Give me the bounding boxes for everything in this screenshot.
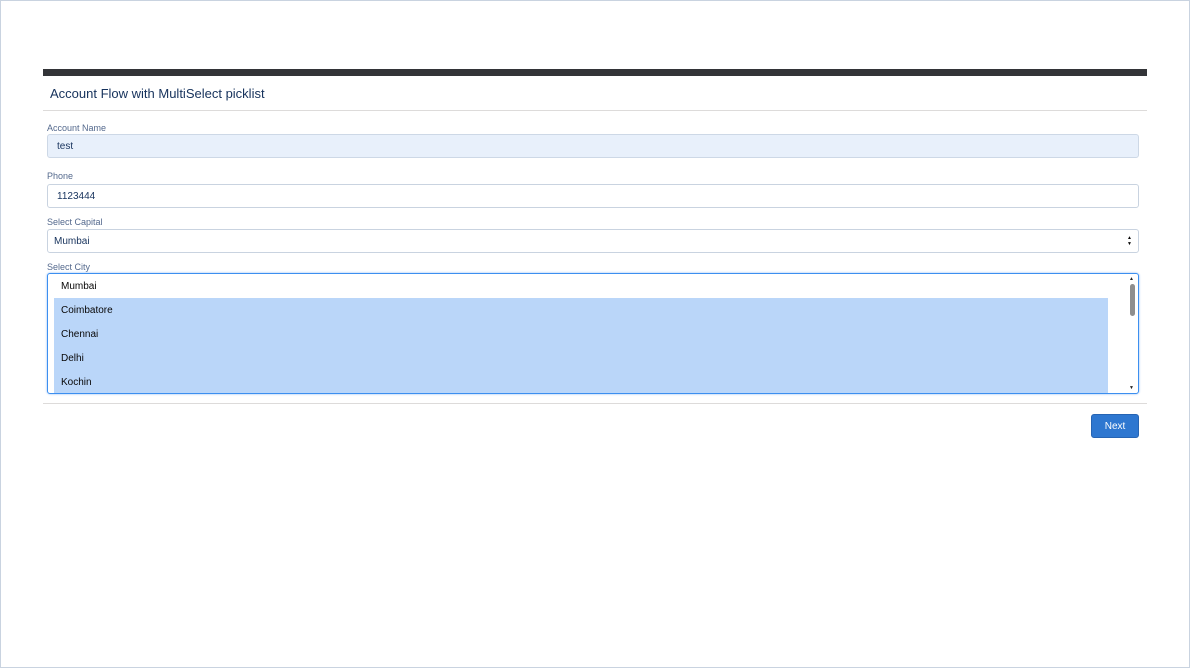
account-name-value: test: [57, 140, 74, 152]
phone-value: 1123444: [57, 190, 96, 202]
next-button[interactable]: Next: [1091, 414, 1139, 438]
select-city-listbox[interactable]: Mumbai Coimbatore Chennai Delhi Kochin ▲…: [47, 273, 1139, 394]
city-option-delhi[interactable]: Delhi: [54, 346, 1108, 370]
scrollbar-thumb[interactable]: [1130, 284, 1135, 316]
select-city-label: Select City: [47, 262, 91, 272]
city-option-coimbatore[interactable]: Coimbatore: [54, 298, 1108, 322]
select-capital-dropdown[interactable]: Mumbai ▲▼: [47, 229, 1139, 253]
account-name-label: Account Name: [47, 123, 107, 133]
scroll-down-arrow-icon[interactable]: ▼: [1129, 385, 1134, 391]
city-option-mumbai[interactable]: Mumbai: [61, 280, 97, 292]
listbox-scrollbar[interactable]: ▲ ▼: [1127, 275, 1137, 392]
select-capital-label: Select Capital: [47, 217, 103, 227]
updown-arrows-icon: ▲▼: [1127, 235, 1132, 247]
phone-field[interactable]: 1123444: [47, 184, 1139, 208]
city-option-kochin[interactable]: Kochin: [54, 370, 1108, 393]
city-option-chennai[interactable]: Chennai: [54, 322, 1108, 346]
footer-divider: [43, 403, 1147, 404]
form-title: Account Flow with MultiSelect picklist: [50, 86, 265, 101]
account-name-field[interactable]: test: [47, 134, 1139, 158]
scroll-up-arrow-icon[interactable]: ▲: [1129, 276, 1134, 282]
title-divider: [43, 110, 1147, 111]
header-bar: [43, 69, 1147, 76]
select-capital-value: Mumbai: [54, 235, 90, 247]
phone-label: Phone: [47, 171, 74, 181]
